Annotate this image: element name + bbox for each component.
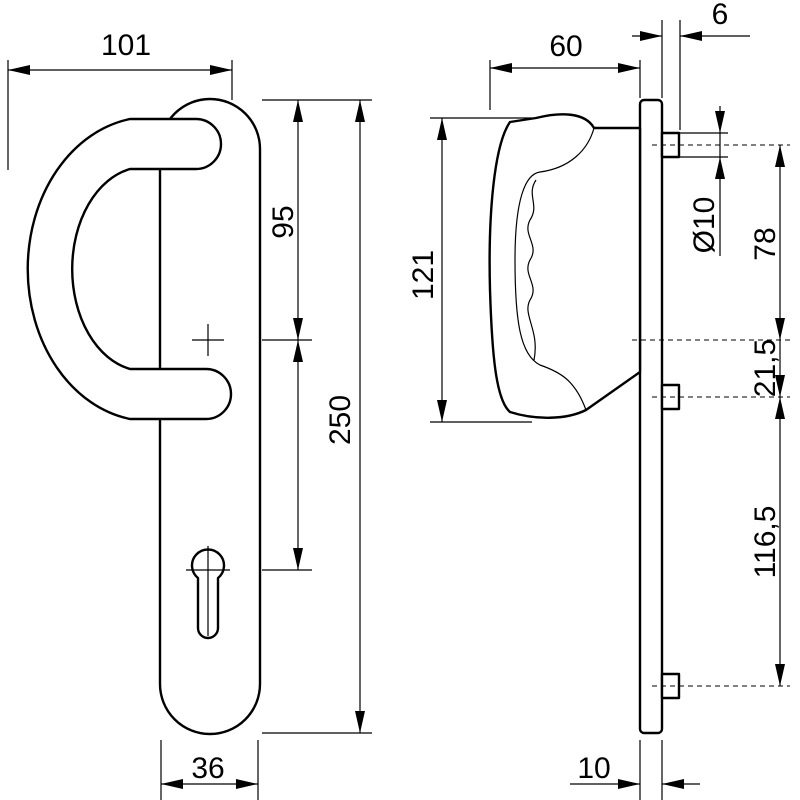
dim-21-5-arrow-bottom: [775, 375, 785, 397]
dim-78-arrow-top: [775, 145, 785, 167]
dim-121-arrow-bottom: [437, 400, 447, 422]
dim-spindle-keyhole-arrow-bottom: [293, 548, 303, 570]
dim-6-arrow-left: [640, 31, 662, 41]
dim-60-arrow-right: [618, 63, 640, 73]
dim-60-label: 60: [549, 30, 582, 63]
dim-250-arrow-top: [355, 100, 365, 122]
dim-10-dia-label: Ø10: [688, 197, 721, 254]
dim-6-arrow-right: [680, 31, 702, 41]
side-handle-inner: [514, 127, 595, 411]
side-grip-waves: [527, 179, 537, 361]
dim-78-label: 78: [749, 227, 782, 260]
dim-10-arrow-right: [662, 779, 684, 789]
dim-250-label: 250: [324, 395, 357, 445]
dim-121-label: 121: [407, 250, 440, 300]
dim-spindle-keyhole-arrow-top: [293, 340, 303, 362]
dim-101-label: 101: [101, 29, 151, 62]
dim-10-dia-arrow-bottom: [715, 157, 725, 179]
side-view: 60 6 10 121 Ø10 78 21,5 116,5: [407, 0, 790, 800]
dim-36-label: 36: [191, 752, 224, 785]
dim-78-arrow-bottom: [775, 318, 785, 340]
dim-95-arrow-top: [293, 100, 303, 122]
dim-116-5-arrow-bottom: [775, 664, 785, 686]
front-view: 101 36 95 250: [7, 29, 372, 800]
dim-95-label: 95: [267, 205, 300, 238]
dim-10-arrow-left: [618, 779, 640, 789]
side-handle: [488, 113, 642, 419]
dim-21-5-label: 21,5: [749, 339, 782, 397]
dim-121-arrow-top: [437, 118, 447, 140]
dim-10-label: 10: [577, 752, 610, 785]
handle-grip: [26, 117, 233, 421]
dim-36-arrow-left: [161, 779, 183, 789]
dim-250-arrow-bottom: [355, 711, 365, 733]
dim-36-arrow-right: [236, 779, 258, 789]
dim-101-arrow-left: [8, 65, 30, 75]
dim-95-arrow-bottom: [293, 318, 303, 340]
dim-101-arrow-right: [210, 65, 232, 75]
dim-10-dia-arrow-top: [715, 111, 725, 133]
dim-116-5-arrow-top: [775, 397, 785, 419]
dim-6-label: 6: [712, 0, 729, 31]
side-back-plate: [638, 98, 664, 735]
dim-116-5-label: 116,5: [749, 506, 782, 579]
dim-60-arrow-left: [490, 63, 512, 73]
